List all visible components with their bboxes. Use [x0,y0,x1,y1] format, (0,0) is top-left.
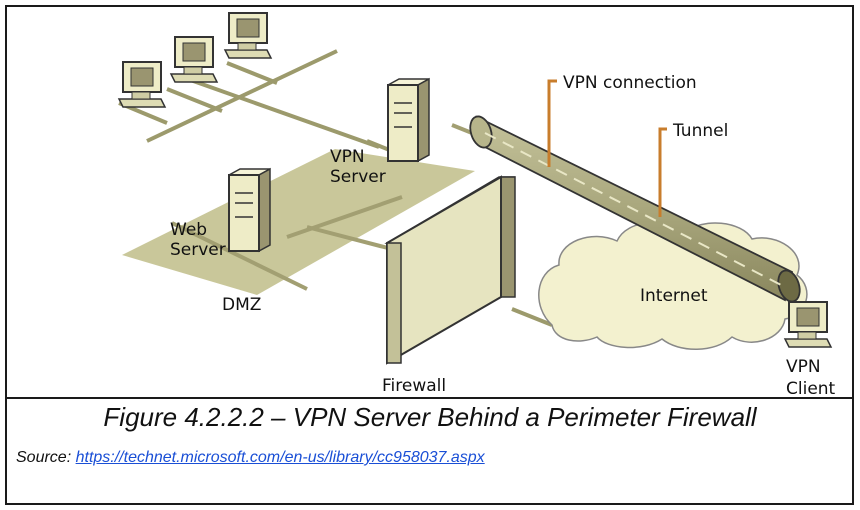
source-link[interactable]: https://technet.microsoft.com/en-us/libr… [75,449,485,466]
figure-caption: Figure 4.2.2.2 – VPN Server Behind a Per… [103,402,757,432]
web-server-tower [228,167,271,253]
vpn-server-label: VPN Server [330,147,386,187]
source-prefix: Source: [16,449,76,466]
network-diagram [117,12,833,365]
vpn-server-tower [387,77,430,163]
tunnel-label: Tunnel [673,121,729,141]
vpn-client-label: VPN Client [786,356,835,400]
web-server-label-line1: Web [170,220,208,240]
callout-lines [547,79,667,217]
vpn-server-label-line2: Server [330,167,386,187]
dmz-zone [122,149,475,295]
internet-label: Internet [640,286,708,306]
vpn-connection-label: VPN connection [563,73,697,93]
vpn-client-label-line1: VPN [786,357,821,377]
vpn-server-label-line1: VPN [330,147,365,167]
caption-divider [5,397,854,399]
vpn-client-label-line2: Client [786,379,836,399]
lan-client-1 [117,61,167,108]
lan-cables [118,49,403,157]
lan-client-2 [169,36,219,83]
web-server-label: Web Server [170,220,226,260]
dmz-label: DMZ [222,295,262,315]
firewall-to-internet-cable [511,307,553,327]
firewall-wall [384,175,516,365]
firewall-label: Firewall [382,376,447,396]
vpn-client-computer [783,301,833,348]
figure-frame [5,5,854,505]
vpn-tunnel [469,115,801,303]
source-line: Source: https://technet.microsoft.com/en… [16,449,485,467]
lan-client-3 [223,12,273,59]
web-server-label-line2: Server [170,240,226,260]
